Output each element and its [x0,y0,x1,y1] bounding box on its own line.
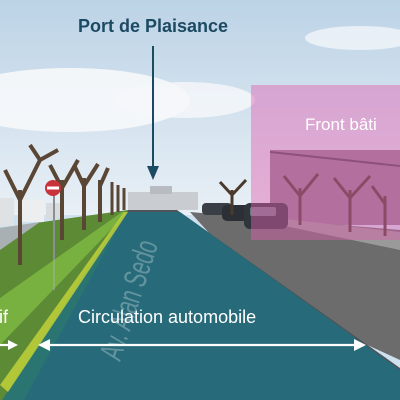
parked-van [22,200,44,222]
trees-right [218,173,387,236]
distant-buildings [150,186,172,194]
cloud [115,82,255,118]
circulation-overlay [2,212,400,400]
arrow-down-icon [147,46,159,180]
no-entry-sign-icon [45,180,61,196]
trees-left-far [110,182,126,215]
circulation-label: Circulation automobile [78,307,257,327]
car-window [250,207,276,216]
green-strip-overlay [0,212,128,345]
arrow-right-icon [0,340,18,350]
trees-left [3,143,110,265]
front-bati-label: Front bâti [305,115,377,134]
distant-buildings [128,192,198,210]
cloud [0,68,190,132]
building-roofline [269,151,400,167]
parking-area [190,212,400,360]
port-de-plaisance-label: Port de Plaisance [77,16,229,36]
parked-van [0,198,14,226]
road-edge-line [0,212,128,392]
front-bati-overlay [251,85,400,240]
double-arrow-icon [38,339,366,351]
mode-actif-label: tif [0,307,9,327]
cloud [305,26,400,50]
